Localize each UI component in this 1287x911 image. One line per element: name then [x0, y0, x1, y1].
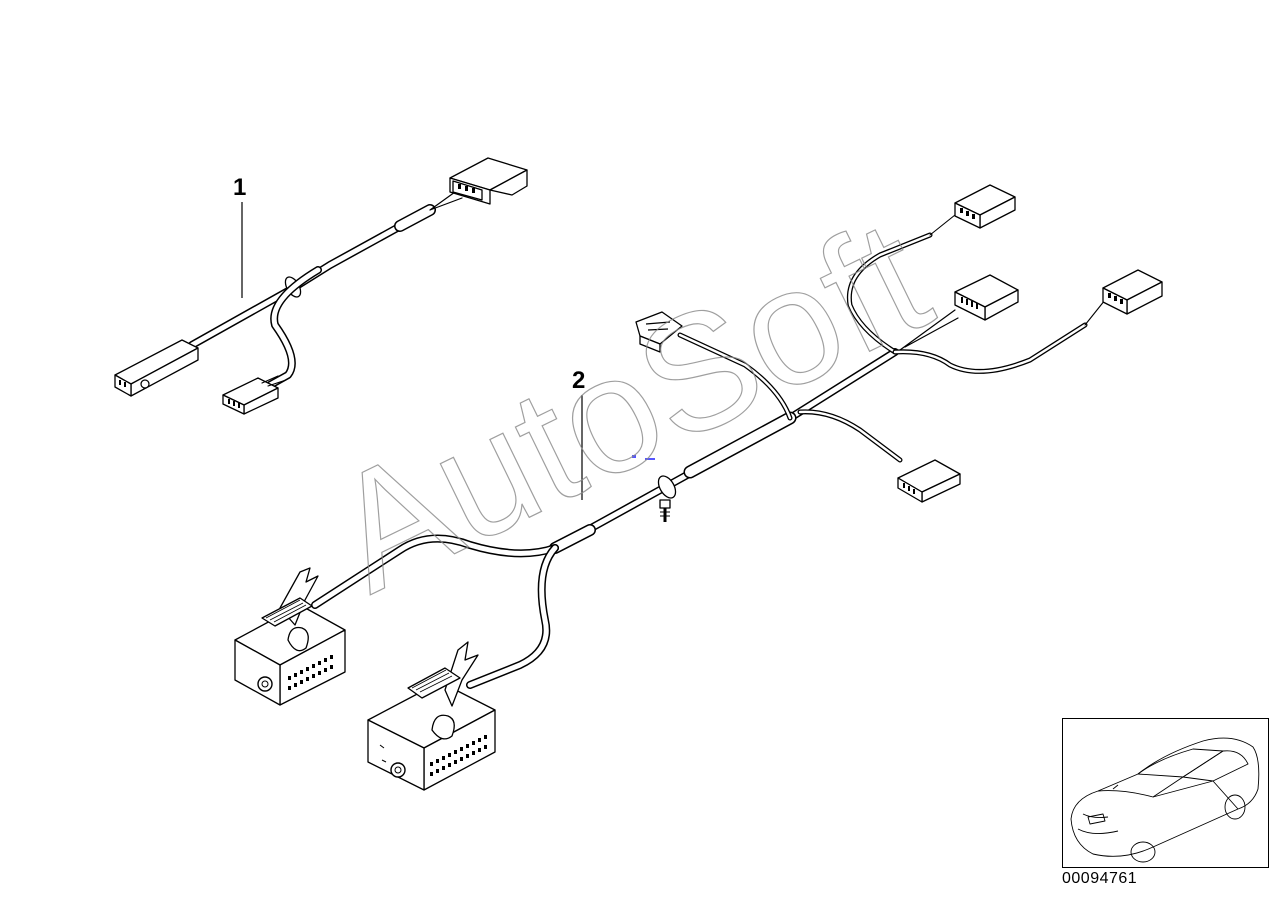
screw [659, 499, 671, 522]
connector-2a [954, 184, 1016, 229]
large-connector-a [234, 567, 346, 706]
connector-1b [114, 339, 199, 397]
harness-2 [234, 184, 1163, 791]
car-thumbnail [1062, 718, 1269, 868]
connector-2d [897, 459, 961, 503]
connector-2b [954, 274, 1019, 321]
connector-1a [449, 157, 528, 205]
callout-1: 1 [233, 174, 247, 201]
car-icon [1070, 737, 1260, 863]
harness-1 [114, 157, 528, 415]
connector-2-clip [635, 311, 683, 353]
callout-2: 2 [572, 367, 586, 394]
large-connector-b [367, 641, 496, 791]
diagram-number: 00094761 [1062, 870, 1138, 887]
connector-1c [222, 375, 287, 415]
connector-2c [1102, 269, 1163, 315]
